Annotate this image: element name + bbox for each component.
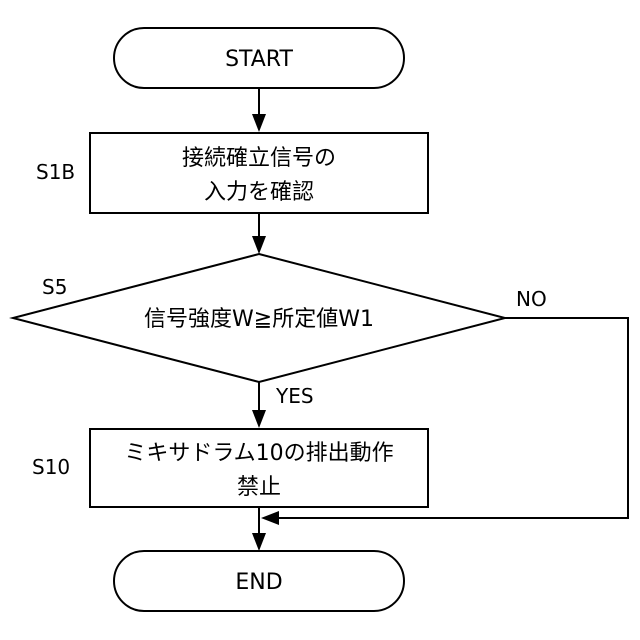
step-id-s1b: S1B xyxy=(36,160,75,184)
process-text-s1b-line1: 接続確立信号の xyxy=(182,146,336,171)
arrowhead-s1b-s5 xyxy=(252,236,266,254)
step-id-s10: S10 xyxy=(32,455,70,479)
start-label: START xyxy=(225,47,293,72)
step-id-s5: S5 xyxy=(42,275,67,299)
arrowhead-no-merge xyxy=(261,511,279,525)
no-label: NO xyxy=(516,287,547,311)
process-text-s10-line1: ミキサドラム10の排出動作 xyxy=(124,441,393,466)
arrowhead-yes-s5-s10 xyxy=(252,410,266,428)
arrowhead-start-s1b xyxy=(252,114,266,132)
process-text-s1b-line2: 入力を確認 xyxy=(204,180,314,205)
yes-label: YES xyxy=(275,384,314,408)
end-label: END xyxy=(235,570,282,595)
decision-text-s5: 信号強度W≧所定値W1 xyxy=(144,307,374,332)
arrowhead-s10-end xyxy=(252,533,266,551)
process-text-s10-line2: 禁止 xyxy=(237,475,281,500)
